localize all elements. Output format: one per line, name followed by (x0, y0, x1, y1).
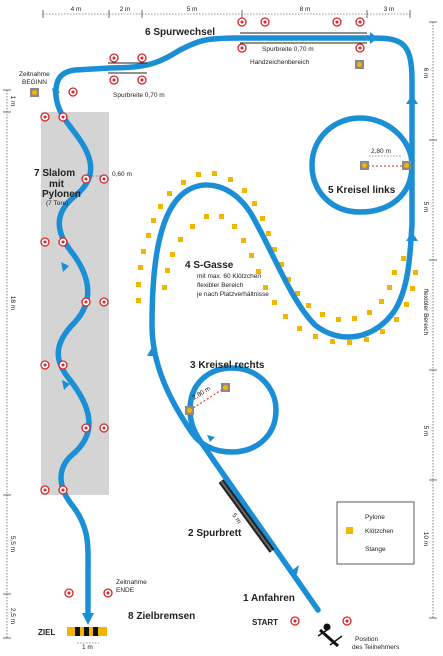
ziel-width-label: 1 m (82, 644, 93, 651)
station-4-note1: mit max. 60 Klötzchen (197, 273, 261, 280)
dim-left-4: 2,5 m (9, 608, 16, 624)
pylon (58, 237, 68, 247)
track-arrows (52, 32, 418, 625)
dim-left-2: 18 m (9, 296, 16, 310)
pylon (342, 616, 352, 626)
station-3-label: 3 Kreisel rechts (190, 360, 265, 371)
dim-right-4: 10 m (422, 532, 429, 546)
spurbreite-right-label: Spurbreite 0,70 m (262, 46, 314, 53)
top-dimension-line: 4 m 2 m 5 m 8 m 3 m (42, 6, 411, 18)
zeitnahme-beginn-label: Zeitnahme (19, 71, 50, 78)
start-label: START (252, 618, 278, 627)
rider-position-icon (317, 623, 343, 648)
dim-top-5: 3 m (384, 6, 395, 13)
ziel-bar (67, 627, 107, 644)
station-4-note2: flexibler Bereich (197, 282, 244, 289)
pole (221, 383, 230, 392)
right-dimension-line: 6 m 5 m flexibler Bereich 5 m 10 m (422, 21, 437, 619)
pylon (58, 360, 68, 370)
pylon (237, 17, 247, 27)
pylon (99, 423, 109, 433)
pole (360, 161, 369, 170)
pole (30, 88, 39, 97)
zeitnahme-ende-label: Zeitnahme (116, 579, 147, 586)
pylon (40, 112, 50, 122)
spurwechsel-lanes (108, 32, 367, 74)
station-1-label: 1 Anfahren (243, 593, 295, 604)
dim-top-3: 5 m (187, 6, 198, 13)
station-4-note3: je nach Platzverhältnisse (196, 291, 269, 298)
pylon (58, 112, 68, 122)
zeitnahme-beginn-label-2: BEGINN (22, 79, 47, 86)
ziel-label: ZIEL (38, 628, 55, 637)
pole (355, 60, 364, 69)
legend: Pylone Klötzchen Stange (336, 501, 415, 565)
left-dimension-line: 1 m 18 m 5,5 m 2,5 m (3, 89, 16, 639)
flexibler-bereich-label: flexibler Bereich (422, 289, 429, 336)
slalom-zone (41, 112, 109, 495)
pylon (40, 485, 50, 495)
station-2-label: 2 Spurbrett (188, 528, 242, 539)
dim-top-2: 2 m (120, 6, 131, 13)
legend-stange-label: Stange (365, 546, 386, 553)
station-7-label-line2: mit (49, 179, 65, 190)
dim-left-3: 5,5 m (9, 536, 16, 552)
pylon (355, 43, 365, 53)
station-6-label: 6 Spurwechsel (145, 27, 215, 38)
misc-labels: Zeitnahme BEGINN Spurbreite 0,70 m Spurb… (19, 46, 400, 651)
pylon (99, 297, 109, 307)
dim-left-1: 1 m (9, 96, 16, 107)
pylon (81, 174, 91, 184)
station-7-label-line1: 7 Slalom (34, 168, 75, 179)
dim-top-1: 4 m (71, 6, 82, 13)
pylon (237, 43, 247, 53)
pylon (137, 75, 147, 85)
station-labels: 6 Spurwechsel 7 Slalom mit Pylonen (7 To… (34, 27, 396, 622)
station-5-label: 5 Kreisel links (328, 185, 396, 196)
legend-pylone-label: Pylone (365, 514, 385, 521)
s-gasse-blocks (136, 171, 418, 345)
pylon (40, 360, 50, 370)
pylon (40, 237, 50, 247)
pylon (290, 616, 300, 626)
pylon (68, 87, 78, 97)
pylon (81, 423, 91, 433)
pylon (81, 297, 91, 307)
pylon (109, 53, 119, 63)
station-7-label-line3: Pylonen (42, 189, 81, 200)
pylon (260, 17, 270, 27)
station-7-note: (7 Tore) (46, 200, 68, 207)
pylon (137, 53, 147, 63)
slalom-gap-label: 0,60 m (112, 171, 132, 178)
station-4-label: 4 S-Gasse (185, 260, 234, 271)
pylon (355, 17, 365, 27)
pylon (109, 75, 119, 85)
kreisel-rechts-diameter (189, 386, 227, 411)
pylon (99, 174, 109, 184)
kreisel-links-dia-label: 2,80 m (371, 148, 391, 155)
zeitnahme-ende-label-2: ENDE (116, 587, 135, 594)
spurbrett-length: 5 m (230, 512, 242, 525)
pylon (103, 588, 113, 598)
spurbreite-left-label: Spurbreite 0,70 m (113, 92, 165, 99)
position-label: Position (355, 636, 379, 643)
pylon (58, 485, 68, 495)
dim-right-1: 6 m (422, 68, 429, 79)
pole (402, 161, 411, 170)
legend-block-symbol (346, 527, 353, 534)
pole (185, 406, 194, 415)
spurbrett-board: 5 m (218, 479, 275, 553)
pylons (40, 17, 365, 626)
pylon (332, 17, 342, 27)
legend-kloetzchen-label: Klötzchen (365, 528, 394, 535)
dim-right-3: 5 m (422, 426, 429, 437)
handzeichen-label: Handzeichenbereich (250, 59, 310, 66)
station-8-label: 8 Zielbremsen (128, 611, 195, 622)
position-label-2: des Teilnehmers (352, 644, 400, 651)
pylon (64, 588, 74, 598)
dim-top-4: 8 m (300, 6, 311, 13)
dim-right-2: 5 m (422, 202, 429, 213)
course-track (53, 35, 415, 618)
